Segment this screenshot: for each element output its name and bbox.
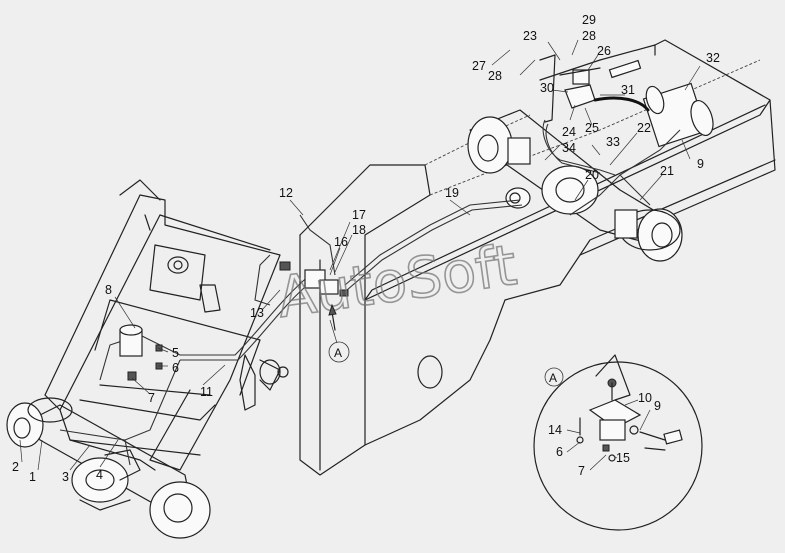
callout-16: 16: [334, 235, 348, 249]
detail-view-label: A: [549, 371, 557, 385]
callout-31: 31: [621, 83, 635, 97]
callout-26: 26: [597, 44, 611, 58]
leader-lines: [19, 39, 701, 471]
rear-axle: [467, 109, 683, 262]
callout-6: 6: [172, 361, 179, 375]
detail-callout-15: 15: [616, 451, 630, 465]
callout-29: 29: [582, 13, 596, 27]
detail-callout-7: 7: [578, 464, 585, 478]
callout-28-top: 28: [582, 29, 596, 43]
air-receiver: [642, 82, 714, 148]
callout-9: 9: [697, 157, 704, 171]
callout-32: 32: [706, 51, 720, 65]
detail-callout-10: 10: [638, 391, 652, 405]
callout-18: 18: [352, 223, 366, 237]
view-marker-label: A: [334, 346, 342, 360]
detail-callout-numbers: 10 9 14 6 15 7: [548, 391, 661, 478]
loader-frame: [44, 179, 281, 471]
detail-callout-14: 14: [548, 423, 562, 437]
brake-chamber-front: [119, 324, 163, 381]
callout-33: 33: [606, 135, 620, 149]
callout-8: 8: [105, 283, 112, 297]
callout-30: 30: [540, 81, 554, 95]
detail-callout-9: 9: [654, 399, 661, 413]
callout-17: 17: [352, 208, 366, 222]
callout-2: 2: [12, 460, 19, 474]
callout-22: 22: [637, 121, 651, 135]
detail-label-a: A: [544, 367, 564, 387]
watermark: AutoSoft: [273, 233, 520, 331]
air-lines: [59, 96, 681, 466]
callout-12: 12: [279, 186, 293, 200]
detail-callout-6: 6: [556, 445, 563, 459]
callout-13: 13: [250, 306, 264, 320]
callout-19: 19: [445, 186, 459, 200]
callout-7: 7: [148, 391, 155, 405]
callout-23: 23: [523, 29, 537, 43]
callout-4: 4: [96, 468, 103, 482]
callout-21: 21: [660, 164, 674, 178]
callout-1: 1: [29, 470, 36, 484]
view-marker-a: A: [328, 303, 350, 363]
callout-5: 5: [172, 346, 179, 360]
pressure-regulator-valve: [539, 54, 601, 123]
callout-20: 20: [585, 168, 599, 182]
detail-view-a: [533, 354, 703, 531]
front-axle: [6, 397, 211, 539]
callout-3: 3: [62, 470, 69, 484]
callout-25: 25: [585, 121, 599, 135]
callout-24: 24: [562, 125, 576, 139]
callout-27: 27: [472, 59, 486, 73]
callout-11: 11: [200, 385, 213, 399]
callout-34: 34: [562, 141, 576, 155]
frame-body: [259, 39, 776, 476]
callout-numbers: 1 2 3 4 5 6 7 8 9 11 12 13 16 17 18 19 2…: [12, 13, 720, 484]
callout-28-left: 28: [488, 69, 502, 83]
